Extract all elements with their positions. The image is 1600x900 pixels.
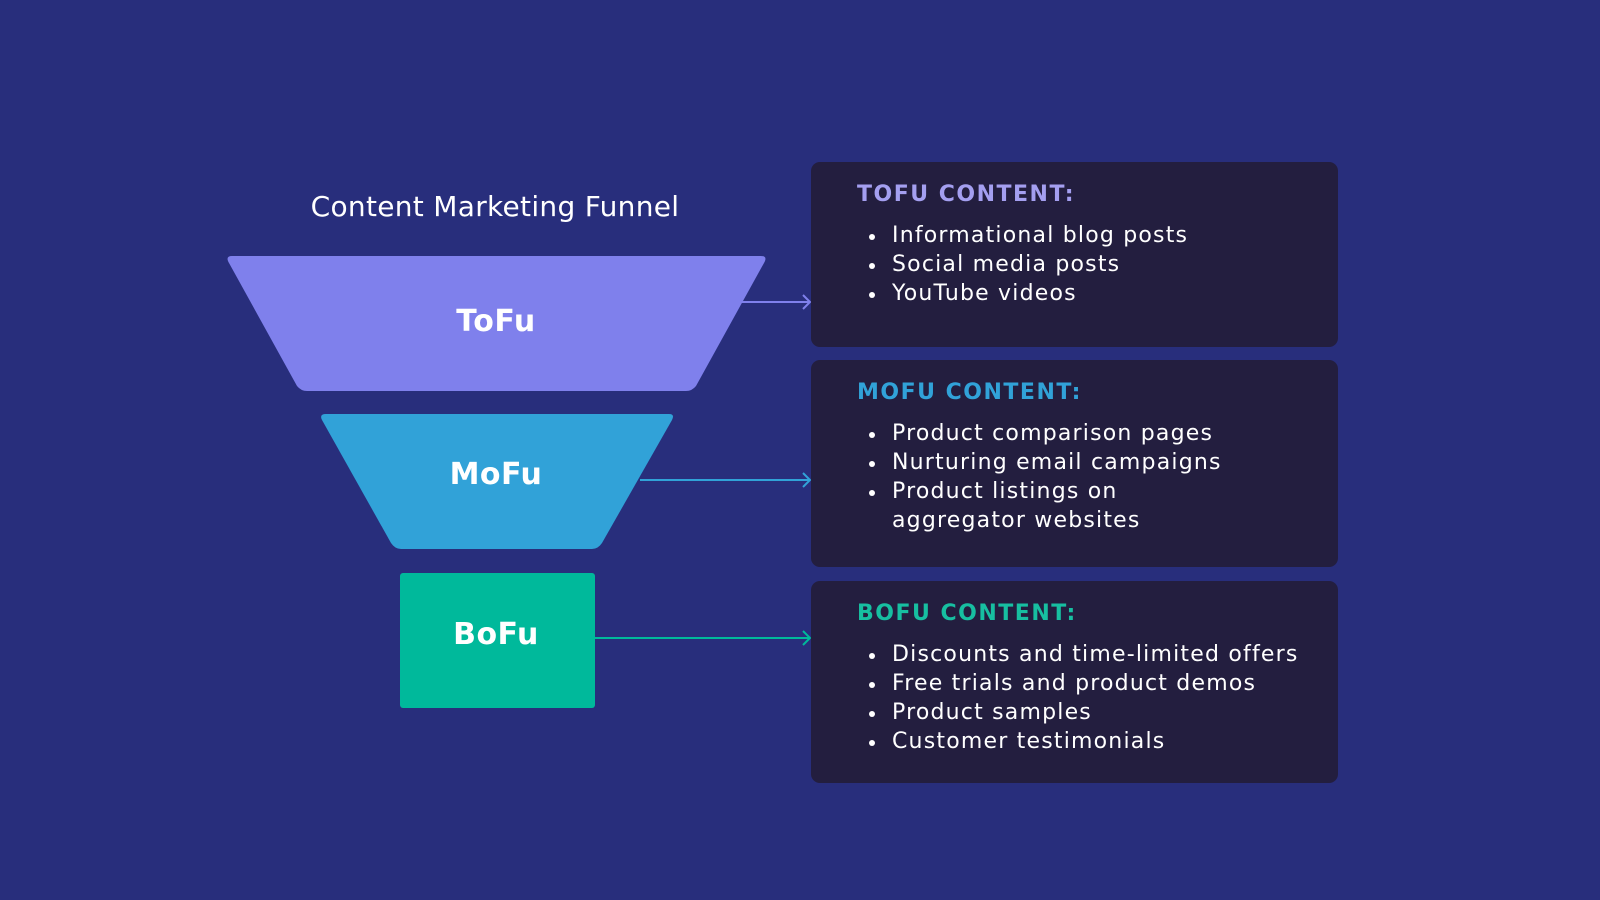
tofu-label: ToFu bbox=[456, 304, 536, 339]
tofu-funnel-segment bbox=[227, 256, 766, 391]
tofu-card-heading: TOFU CONTENT: bbox=[857, 182, 1076, 207]
bofu-label: BoFu bbox=[453, 617, 539, 652]
mofu-label: MoFu bbox=[449, 457, 543, 492]
bofu-funnel-segment bbox=[400, 573, 595, 708]
list-item: Nurturing email campaigns bbox=[857, 448, 1308, 477]
bofu-content-card: BOFU CONTENT: Discounts and time-limited… bbox=[811, 581, 1338, 783]
tofu-content-card: TOFU CONTENT: Informational blog posts S… bbox=[811, 162, 1338, 347]
list-item: Informational blog posts bbox=[857, 221, 1308, 250]
bofu-connector-arrow bbox=[595, 630, 812, 646]
list-item: Discounts and time-limited offers bbox=[857, 640, 1308, 669]
list-item: Social media posts bbox=[857, 250, 1308, 279]
tofu-connector-arrow bbox=[740, 294, 812, 310]
mofu-connector-arrow bbox=[640, 472, 812, 488]
bofu-content-list: Discounts and time-limited offers Free t… bbox=[857, 640, 1308, 756]
tofu-content-list: Informational blog posts Social media po… bbox=[857, 221, 1308, 308]
list-item: Product listings on aggregator websites bbox=[857, 477, 1222, 535]
mofu-content-list: Product comparison pages Nurturing email… bbox=[857, 419, 1308, 535]
mofu-card-heading: MOFU CONTENT: bbox=[857, 380, 1082, 405]
mofu-content-card: MOFU CONTENT: Product comparison pages N… bbox=[811, 360, 1338, 567]
list-item: Product comparison pages bbox=[857, 419, 1308, 448]
mofu-funnel-segment bbox=[321, 414, 673, 549]
list-item: YouTube videos bbox=[857, 279, 1308, 308]
list-item: Product samples bbox=[857, 698, 1308, 727]
funnel-title: Content Marketing Funnel bbox=[310, 190, 680, 223]
list-item: Free trials and product demos bbox=[857, 669, 1308, 698]
bofu-card-heading: BOFU CONTENT: bbox=[857, 601, 1077, 626]
list-item: Customer testimonials bbox=[857, 727, 1308, 756]
